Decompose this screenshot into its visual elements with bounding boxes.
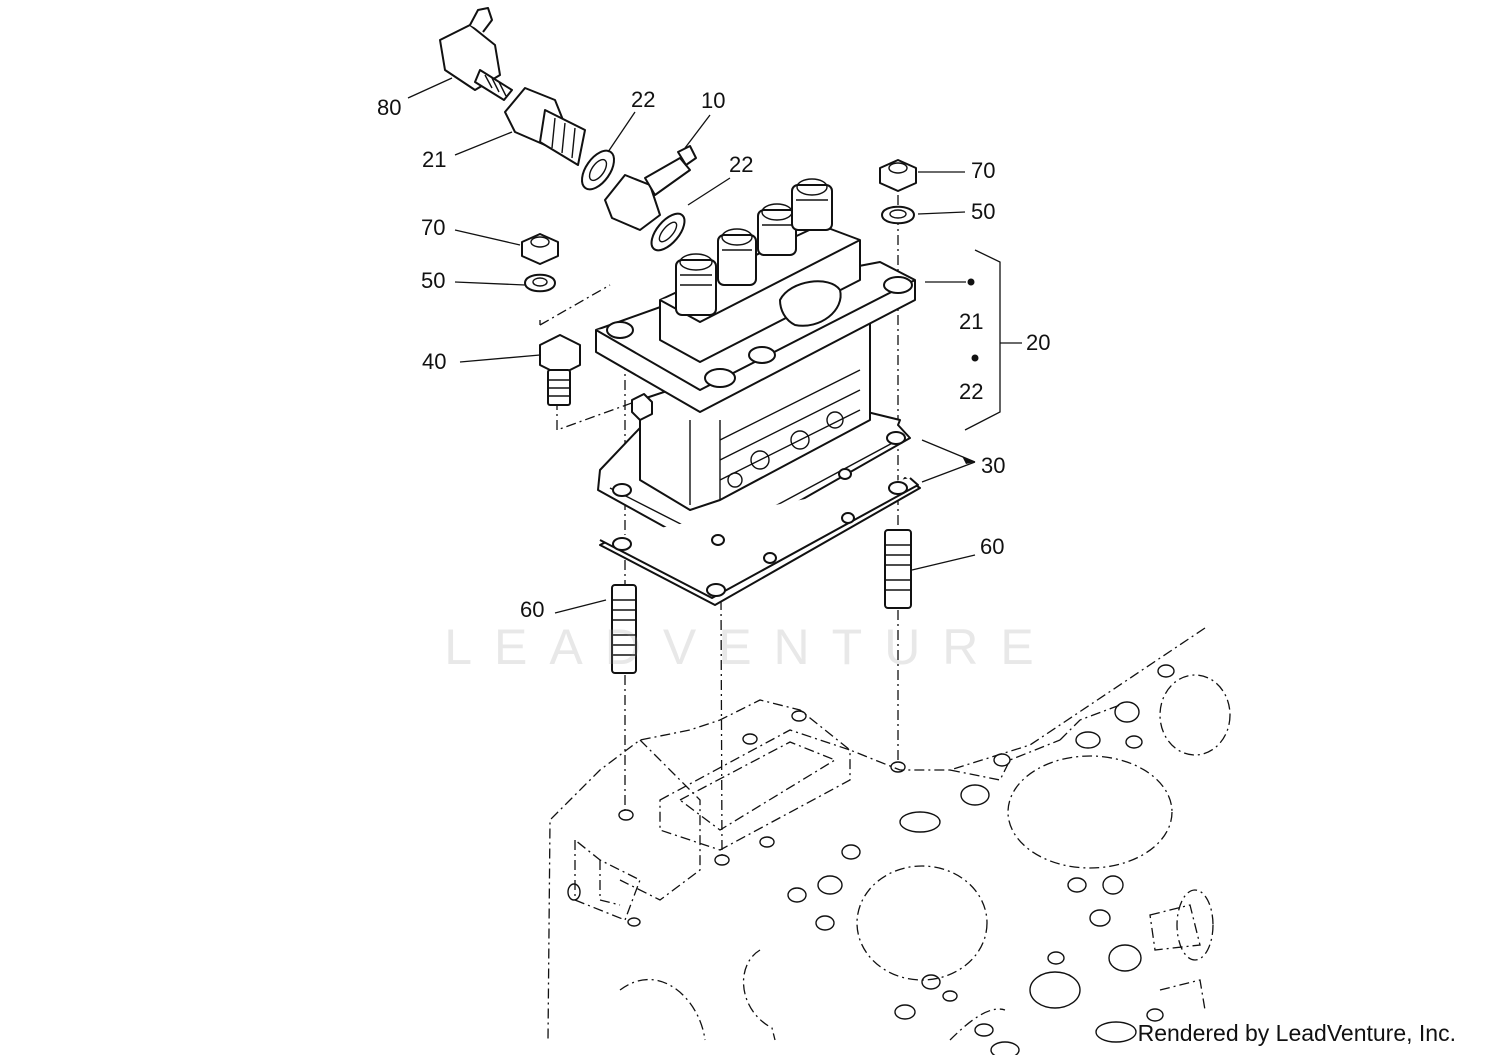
label-30: 30 (981, 453, 1005, 478)
credit-text: Rendered by LeadVenture, Inc. (1137, 1020, 1456, 1046)
gasket-lower (599, 477, 921, 606)
washer-22-lower (650, 212, 686, 252)
stud-left (611, 584, 637, 674)
label-22-kit: 22 (959, 379, 983, 404)
label-70-left: 70 (421, 215, 445, 240)
label-50-left: 50 (421, 268, 445, 293)
engine-block (547, 627, 1231, 1055)
connector-10 (604, 145, 697, 231)
bolt-21 (504, 87, 586, 166)
label-22-upper: 22 (631, 87, 655, 112)
label-22-lower: 22 (729, 152, 753, 177)
washer-50-left (524, 273, 556, 293)
nut-70-right (879, 159, 917, 192)
leader-lines (407, 77, 1022, 614)
label-60-right: 60 (980, 534, 1004, 559)
label-70-right: 70 (971, 158, 995, 183)
washer-50-right (881, 205, 915, 225)
label-21: 21 (422, 147, 446, 172)
nut-70-left (521, 233, 559, 265)
stud-right (884, 529, 912, 609)
injection-pump (595, 178, 916, 511)
bolt-40 (539, 334, 581, 406)
label-20: 20 (1026, 330, 1050, 355)
label-50-right: 50 (971, 199, 995, 224)
label-40: 40 (422, 349, 446, 374)
label-10: 10 (701, 88, 725, 113)
fitting-80 (439, 7, 513, 101)
label-80: 80 (377, 95, 401, 120)
callout-labels: 80 21 22 10 22 70 50 70 50 40 21 22 20 3… (377, 87, 1050, 622)
label-21-kit: 21 (959, 309, 983, 334)
label-60-left: 60 (520, 597, 544, 622)
washer-22-upper (581, 149, 615, 191)
